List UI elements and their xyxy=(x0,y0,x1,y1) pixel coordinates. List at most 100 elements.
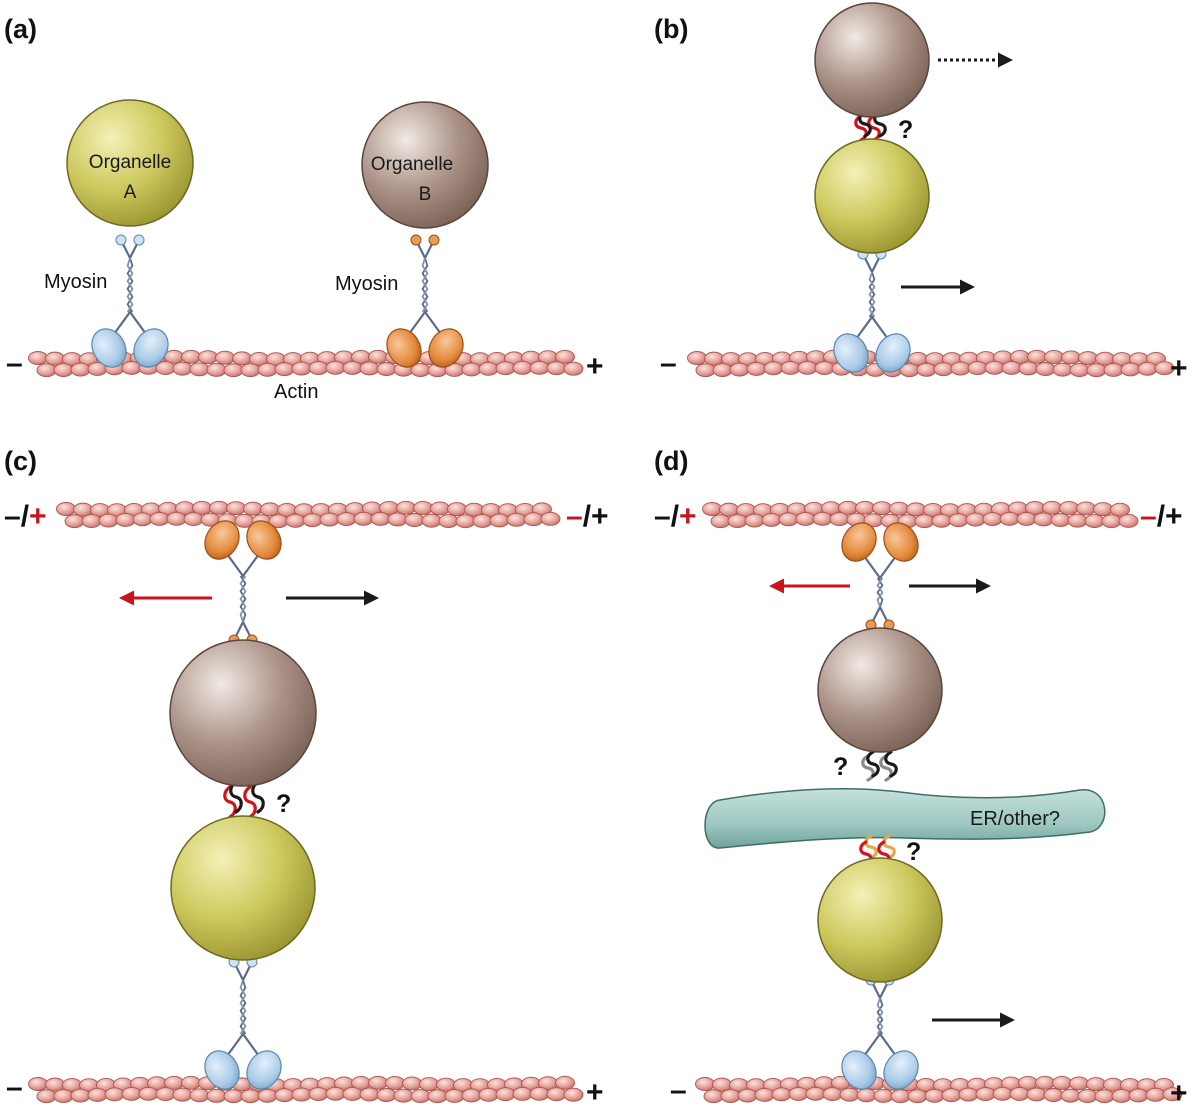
actin-label: Actin xyxy=(274,381,318,403)
actin-bead xyxy=(814,361,835,376)
actin-bead xyxy=(396,500,416,515)
tether-black-c-2 xyxy=(251,780,265,814)
myosin-motor-head xyxy=(875,333,911,373)
tether-strand xyxy=(884,750,898,778)
actin-bead xyxy=(1086,1077,1106,1092)
myosin-tail-tip xyxy=(410,234,422,246)
actin-bead xyxy=(1067,513,1088,528)
actin-bead xyxy=(427,1089,448,1104)
actin-bead xyxy=(257,1088,278,1103)
question-mark-c: ? xyxy=(276,790,291,818)
actin-bead xyxy=(121,1086,142,1101)
myosin-stalk-strand xyxy=(239,979,247,1035)
actin-bead xyxy=(1084,514,1105,529)
actin-bead xyxy=(1094,1089,1115,1104)
myosin-stalk-strand xyxy=(421,257,429,313)
actin-bead xyxy=(223,1089,244,1104)
actin-bead xyxy=(285,513,306,528)
actin-bead xyxy=(302,513,323,528)
actin-bead xyxy=(28,1077,48,1091)
actin-bead xyxy=(172,361,193,376)
actin-bead xyxy=(941,1088,962,1103)
actin-plus-end-c: + xyxy=(586,1076,604,1109)
actin-bead xyxy=(907,1089,928,1104)
panel-b-label: (b) xyxy=(654,14,688,44)
actin-bead xyxy=(710,514,731,529)
actin-bead xyxy=(257,362,278,377)
organelle-b xyxy=(361,101,489,229)
question-mark-d-lower: ? xyxy=(906,838,921,866)
actin-bead xyxy=(563,1087,584,1102)
actin-bead xyxy=(839,1087,860,1102)
actin-bead xyxy=(206,362,227,377)
actin-bead xyxy=(855,500,875,515)
actin-bead xyxy=(805,1086,826,1101)
actin-bead xyxy=(712,363,733,377)
myosin-motor-head xyxy=(133,328,169,368)
actin-bead xyxy=(916,362,937,377)
myosin-motor-head xyxy=(246,1050,282,1090)
actin-bead xyxy=(1052,1076,1072,1090)
actin-bead xyxy=(430,501,450,516)
myosin-stalk-strand xyxy=(868,271,876,318)
actin-bead xyxy=(421,513,442,528)
actin-bead xyxy=(546,361,567,376)
actin-bead xyxy=(308,1087,329,1101)
question-mark-b: ? xyxy=(898,116,913,144)
actin-bead xyxy=(890,1089,911,1104)
actin-bead xyxy=(720,1089,741,1103)
organelle-a-bottom xyxy=(814,138,930,254)
actin-bead xyxy=(704,351,724,366)
organelle-a-label-line1: Organelle xyxy=(89,152,171,173)
myosin-motor-head xyxy=(91,328,127,368)
actin-bead xyxy=(353,511,374,526)
actin-bead xyxy=(931,513,952,528)
actin-bead xyxy=(404,513,425,527)
panel-d: (d) ER/other? ? ? –/+ –/+ – + xyxy=(654,446,1188,1110)
actin-bead xyxy=(965,512,986,527)
tether-strand xyxy=(251,780,265,814)
myosin-motor-head xyxy=(841,1050,877,1090)
actin-bead xyxy=(1093,502,1113,517)
myosin-c-top-orange xyxy=(204,520,282,646)
actin-bead xyxy=(70,1088,91,1103)
myosin-d-bottom-blue xyxy=(841,974,919,1090)
actin-bead xyxy=(81,514,102,528)
actin-bead xyxy=(523,512,544,527)
actin-bead xyxy=(795,511,816,526)
actin-bead xyxy=(1120,362,1141,377)
actin-bead xyxy=(703,1089,724,1104)
organelle-a-d xyxy=(817,857,943,983)
actin-bead xyxy=(489,513,510,528)
actin-bead xyxy=(243,501,263,516)
actin-bead xyxy=(933,362,954,377)
actin-bead xyxy=(45,1077,65,1092)
actin-filament-c-top xyxy=(56,500,561,529)
actin-bead xyxy=(555,1075,575,1090)
actin-bead xyxy=(1069,363,1090,378)
actin-bead xyxy=(325,360,346,375)
actin-bead xyxy=(1050,513,1071,527)
actin-bead xyxy=(478,361,499,376)
tether-red-c-2 xyxy=(243,785,257,819)
myosin-neck xyxy=(226,553,260,578)
actin-plus-end-b: + xyxy=(1170,352,1188,385)
actin-filament-d-top xyxy=(702,500,1139,529)
actin-bead xyxy=(209,500,229,515)
actin-bead xyxy=(226,501,246,516)
panel-c: (c) ? –/+ –/+ – + xyxy=(4,446,609,1109)
actin-bead xyxy=(822,1087,843,1102)
actin-bead xyxy=(695,363,716,378)
myosin-tail-tip xyxy=(133,234,145,246)
actin-bead xyxy=(1026,1087,1047,1102)
polarity-d-top-left: –/+ xyxy=(654,500,697,533)
myosin-motor-head xyxy=(204,520,240,560)
actin-bead xyxy=(206,1088,227,1103)
tether-black-d-2 xyxy=(884,750,898,778)
actin-filament-d-bottom xyxy=(695,1075,1183,1104)
tether-strand xyxy=(864,834,878,860)
actin-filament-b xyxy=(687,349,1175,378)
actin-bead xyxy=(780,360,801,375)
actin-bead xyxy=(512,360,533,375)
